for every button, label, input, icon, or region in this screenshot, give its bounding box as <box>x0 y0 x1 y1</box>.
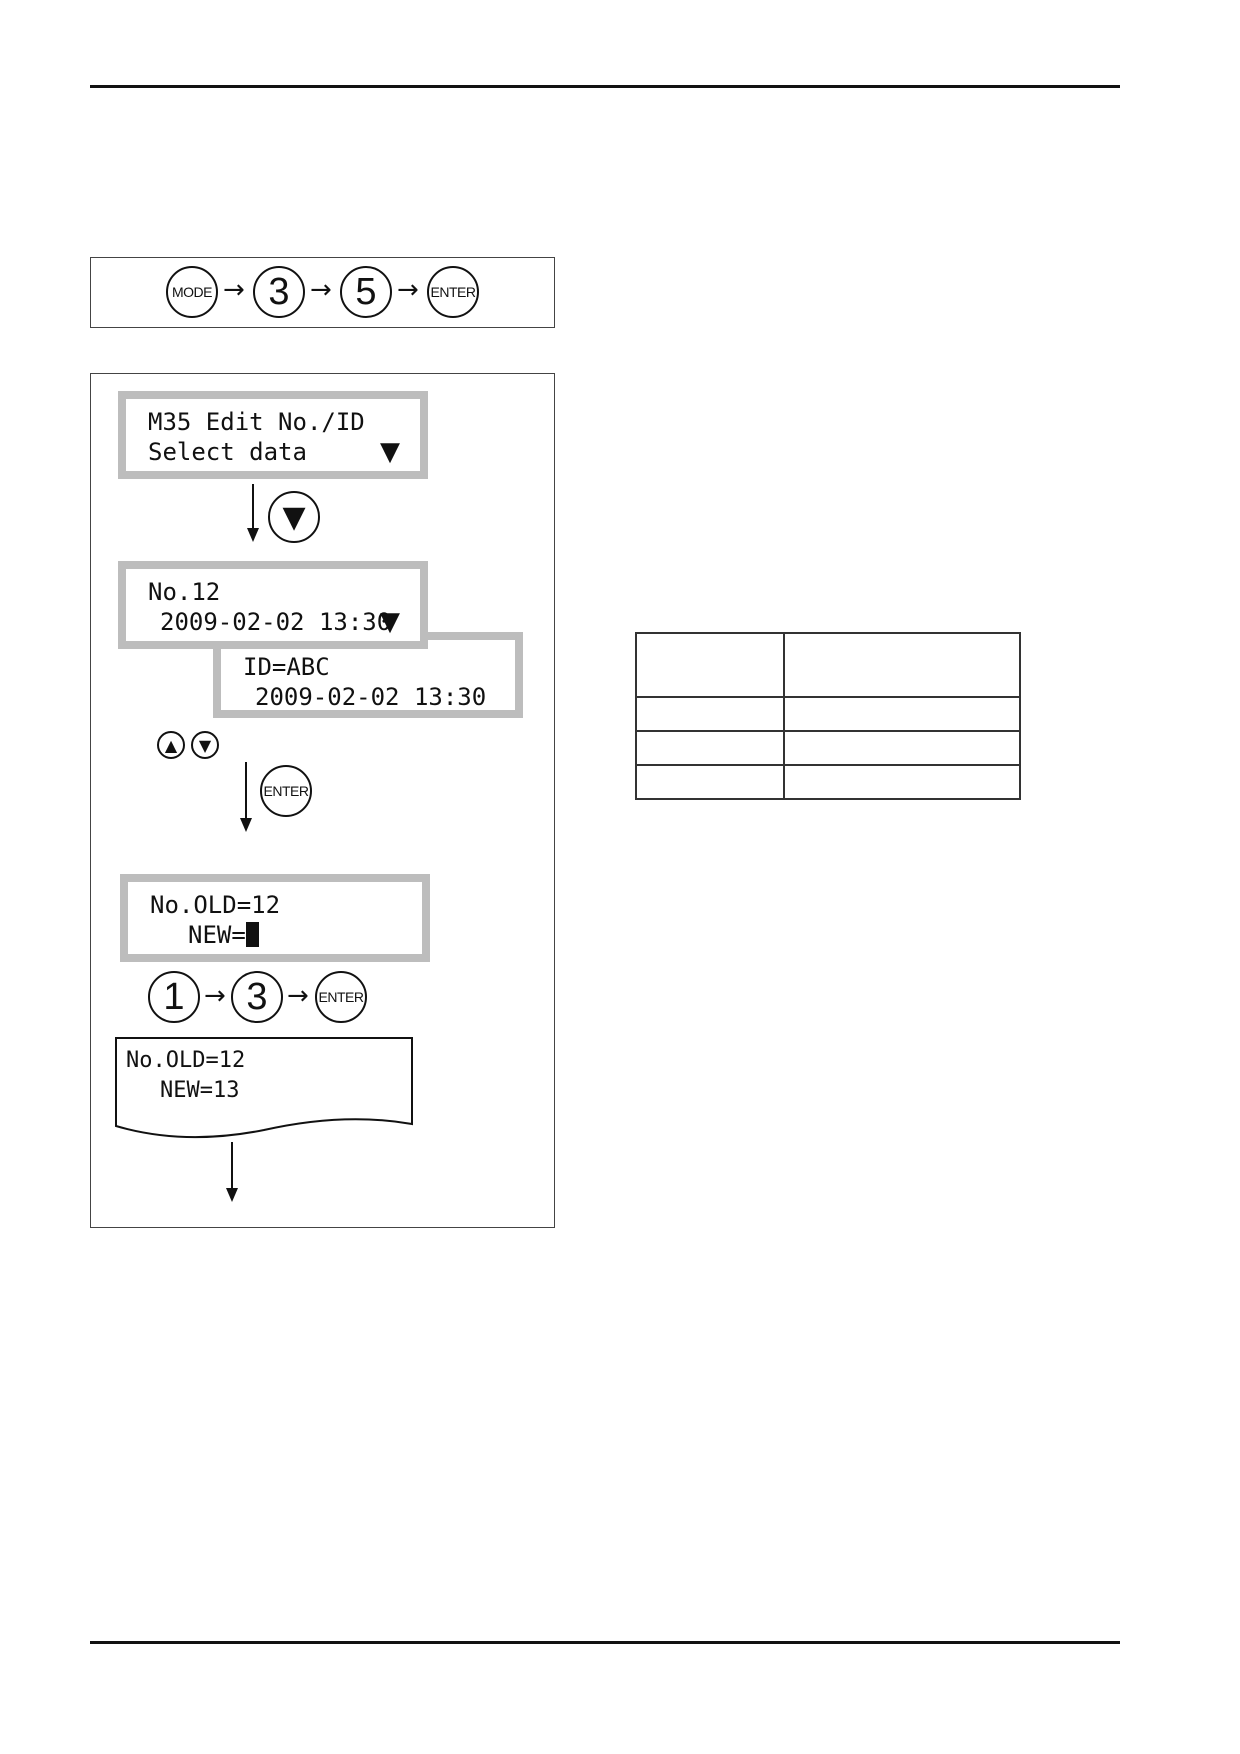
up-key[interactable]: ▲ <box>157 731 185 759</box>
arrow-right-icon: → <box>223 275 245 305</box>
table-row <box>635 696 1021 732</box>
down-key[interactable]: ▼ <box>268 491 320 543</box>
flow-arrow-head-icon <box>226 1188 238 1202</box>
down-triangle-icon: ▼ <box>380 437 400 467</box>
flow-arrow-line <box>252 484 254 528</box>
lcd-line-1: M35 Edit No./ID <box>148 408 365 436</box>
bottom-rule <box>90 1641 1120 1644</box>
arrow-right-icon: → <box>310 275 332 305</box>
table-cell <box>783 696 1021 732</box>
table-row <box>635 730 1021 766</box>
printout-line-2: NEW=13 <box>160 1078 240 1103</box>
arrow-right-icon: → <box>204 981 226 1011</box>
lcd-edit-screen: No.OLD=12 NEW= <box>120 874 430 962</box>
arrow-right-icon: → <box>287 981 309 1011</box>
table-cell <box>783 632 1021 698</box>
lcd-no-line-1: No.12 <box>148 578 221 606</box>
table-cell <box>635 764 785 800</box>
top-rule <box>90 85 1120 88</box>
key-1[interactable]: 1 <box>148 971 200 1023</box>
flow-arrow-line <box>245 762 247 818</box>
data-table <box>635 632 1021 800</box>
table-cell <box>783 730 1021 766</box>
table-row <box>635 764 1021 800</box>
lcd-id-line-1: ID=ABC <box>243 653 330 681</box>
arrow-right-icon: → <box>397 275 419 305</box>
lcd-edit-new-label: NEW= <box>188 921 246 949</box>
lcd-line-2: Select data <box>148 438 307 466</box>
down-triangle-icon: ▼ <box>380 607 400 637</box>
mode-key[interactable]: MODE <box>166 266 218 318</box>
printout-receipt <box>115 1037 413 1139</box>
printout-line-1: No.OLD=12 <box>126 1048 246 1073</box>
flow-arrow-head-icon <box>240 818 252 832</box>
down-key-small[interactable]: ▼ <box>191 731 219 759</box>
lcd-edit-line-1: No.OLD=12 <box>150 891 281 919</box>
key-3[interactable]: 3 <box>253 266 305 318</box>
enter-key[interactable]: ENTER <box>315 971 367 1023</box>
table-cell <box>635 632 785 698</box>
text-cursor <box>245 922 259 947</box>
table-cell <box>635 696 785 732</box>
key-3[interactable]: 3 <box>231 971 283 1023</box>
table-cell <box>783 764 1021 800</box>
enter-key[interactable]: ENTER <box>427 266 479 318</box>
flow-arrow-head-icon <box>247 528 259 542</box>
enter-key[interactable]: ENTER <box>260 765 312 817</box>
lcd-id-line-2: 2009-02-02 13:30 <box>255 683 487 711</box>
table-header-row <box>635 632 1021 698</box>
key-5[interactable]: 5 <box>340 266 392 318</box>
table-cell <box>635 730 785 766</box>
key-sequence-box: MODE → 3 → 5 → ENTER <box>90 257 555 328</box>
lcd-number-screen: No.12 2009-02-02 13:30 ▼ <box>118 561 428 649</box>
flow-arrow-line <box>231 1142 233 1188</box>
lcd-menu-screen: M35 Edit No./ID Select data ▼ <box>118 391 428 479</box>
lcd-no-line-2: 2009-02-02 13:30 <box>160 608 392 636</box>
